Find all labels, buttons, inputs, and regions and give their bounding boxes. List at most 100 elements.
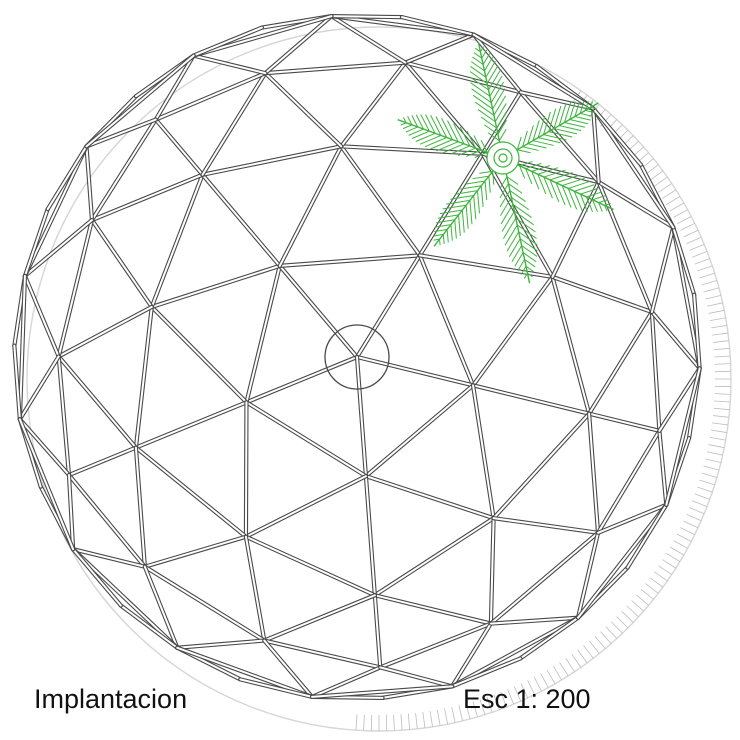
dome-strut-inner bbox=[192, 54, 267, 75]
shadow-hatch bbox=[355, 714, 358, 731]
palm-frond bbox=[397, 119, 504, 159]
palm-leaflet bbox=[402, 124, 413, 130]
palm-leaflet bbox=[484, 180, 488, 201]
dome-strut-inner bbox=[650, 311, 661, 432]
palm-leaflet bbox=[527, 272, 533, 278]
shadow-hatch bbox=[571, 654, 582, 668]
shadow-hatch bbox=[527, 680, 536, 695]
dome-strut-inner bbox=[57, 355, 70, 477]
dome-strut-inner bbox=[551, 275, 591, 415]
dome-strut-inner bbox=[85, 54, 195, 148]
shadow-hatch bbox=[714, 363, 731, 365]
palm-leaflet bbox=[579, 100, 585, 114]
palm-leaflet bbox=[543, 176, 553, 199]
palm-leaflet bbox=[441, 118, 453, 140]
shadow-hatch bbox=[692, 251, 708, 258]
palm-leaflet bbox=[469, 71, 488, 84]
dome-strut-inner bbox=[373, 594, 492, 625]
dome-strut-inner bbox=[658, 429, 668, 506]
dome-strut-inner bbox=[672, 226, 701, 370]
dome-strut-inner bbox=[23, 219, 93, 277]
palm-leaflet bbox=[580, 187, 599, 195]
palm-leaflet bbox=[586, 196, 593, 213]
dome-strut-inner bbox=[201, 72, 267, 176]
shadow-hatch bbox=[594, 636, 606, 649]
shadow-hatch bbox=[400, 714, 403, 731]
shadow-hatch bbox=[407, 713, 411, 730]
palm-leaflet bbox=[489, 75, 503, 97]
dome-strut-inner bbox=[57, 305, 153, 358]
dome-strut-inner bbox=[67, 474, 146, 568]
shadow-hatch bbox=[626, 605, 639, 618]
dome-strut-inner bbox=[492, 412, 591, 520]
palm-leaflet bbox=[555, 174, 580, 184]
shadow-hatch bbox=[493, 694, 500, 710]
shadow-hatch bbox=[605, 626, 618, 639]
dome-strut-inner bbox=[472, 384, 591, 415]
shadow-hatch bbox=[680, 222, 695, 231]
dome-strut-inner bbox=[154, 72, 267, 121]
dome-strut-inner bbox=[592, 107, 675, 229]
shadow-hatch bbox=[703, 465, 720, 471]
shadow-hatch bbox=[712, 332, 729, 336]
dome-strut-inner bbox=[489, 531, 600, 625]
palm-leaflet bbox=[457, 147, 476, 156]
shadow-hatch bbox=[711, 429, 727, 433]
palm-leaflet bbox=[531, 171, 540, 190]
palm-leaflet bbox=[543, 134, 567, 141]
shadow-hatch bbox=[689, 243, 705, 251]
shadow-hatch bbox=[658, 183, 672, 193]
shadow-hatch bbox=[616, 616, 629, 629]
dome-strut-inner bbox=[72, 548, 179, 649]
palm-leaflet bbox=[580, 112, 593, 117]
dome-strut-inner bbox=[245, 401, 367, 478]
shadow-hatch bbox=[658, 565, 672, 575]
palm-leaflet bbox=[522, 130, 528, 147]
dome-strut-inner bbox=[67, 474, 75, 551]
palm-leaflet bbox=[473, 195, 477, 220]
palm-leaflet bbox=[434, 224, 452, 228]
palm-leaflet bbox=[470, 66, 487, 78]
shadow-hatch bbox=[458, 705, 464, 722]
palm-leaflet bbox=[518, 231, 538, 246]
shadow-hatch bbox=[694, 258, 710, 265]
dome-strut-inner bbox=[418, 254, 554, 278]
dome-strut-inner bbox=[143, 535, 247, 568]
palm-leaflet bbox=[579, 193, 588, 212]
dome-strut-inner bbox=[85, 145, 93, 222]
palm-frond bbox=[433, 157, 504, 247]
dome-strut-inner bbox=[592, 107, 642, 166]
center-circle bbox=[324, 324, 390, 390]
palm-leaflet bbox=[527, 143, 547, 149]
dome-strut-inner bbox=[263, 639, 314, 698]
palm-leaflet bbox=[496, 111, 507, 129]
dome-strut-inner bbox=[519, 91, 595, 110]
palm-leaflet bbox=[486, 65, 499, 84]
palm-leaflet bbox=[604, 203, 611, 206]
shadow-hatch bbox=[588, 640, 600, 654]
palm-leaflet bbox=[470, 82, 491, 97]
shadow-hatch bbox=[711, 325, 727, 329]
shadow-hatch bbox=[611, 621, 623, 634]
dome-strut-inner bbox=[85, 118, 157, 148]
palm-leaflet bbox=[586, 191, 602, 198]
palm-leaflet bbox=[469, 76, 489, 91]
dome-strut-inner bbox=[650, 311, 701, 370]
dome-strut-inner bbox=[90, 173, 204, 222]
palm-leaflet bbox=[494, 103, 507, 122]
dome-strut-inner bbox=[672, 226, 696, 296]
shadow-hatch bbox=[649, 170, 664, 181]
dome-strut-inner bbox=[264, 61, 407, 75]
shadow-hatch bbox=[654, 176, 668, 187]
palm-leaflet bbox=[517, 149, 531, 154]
palm-leaflet bbox=[501, 210, 515, 232]
dome-strut-inner bbox=[418, 152, 484, 257]
palm-leaflet bbox=[466, 149, 482, 158]
shadow-hatch bbox=[662, 189, 677, 199]
dome-strut-inner bbox=[57, 219, 93, 358]
palm-frond bbox=[502, 102, 599, 159]
dome-strut-inner bbox=[481, 152, 554, 278]
dome-strut-inner bbox=[658, 367, 701, 432]
shadow-hatch bbox=[565, 658, 575, 672]
palm-leaflet bbox=[402, 117, 407, 123]
